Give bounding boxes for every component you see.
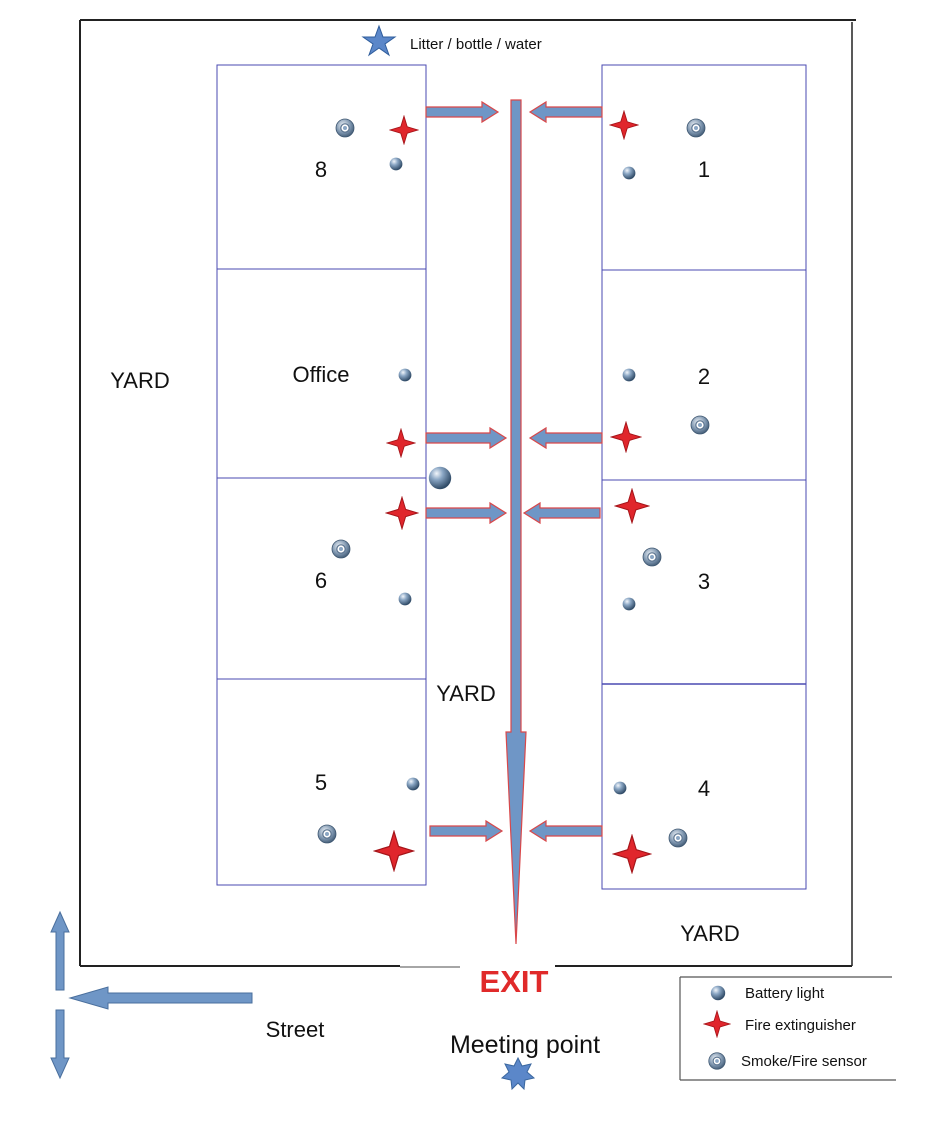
battery-light-icon [398, 592, 412, 606]
arrow-room-3 [522, 501, 601, 525]
arrow-room-2 [528, 426, 603, 450]
arrow-room-6 [425, 501, 508, 525]
battery-light-icon [398, 368, 412, 382]
room-label-2: 2 [698, 364, 710, 389]
fire-extinguisher-icon [389, 115, 419, 145]
room-label-8: 8 [315, 157, 327, 182]
fire-extinguisher-icon [609, 110, 639, 140]
yard-label-center: YARD [436, 681, 496, 706]
exit-label: EXIT [480, 964, 549, 999]
room-label-3: 3 [698, 569, 710, 594]
smoke-sensor-icon [317, 824, 337, 844]
litter-marker: Litter / bottle / water [361, 24, 542, 57]
right-building [601, 64, 807, 890]
street-label: Street [266, 1017, 325, 1042]
meeting-point-label: Meeting point [450, 1031, 600, 1059]
legend-battery-light-label: Battery light [745, 985, 825, 1002]
smoke-sensor-icon [690, 415, 710, 435]
legend-battery-light-icon [710, 985, 726, 1001]
smoke-sensor-icon [331, 539, 351, 559]
room-label-5: 5 [315, 770, 327, 795]
evac-arrows [425, 100, 603, 843]
arrow-room-4 [528, 819, 603, 843]
arrow-room-1 [528, 100, 603, 124]
fire-extinguisher-icon [610, 421, 642, 453]
fire-extinguisher-icon [386, 428, 416, 458]
room-label-4: 4 [698, 776, 710, 801]
street-arrows [50, 910, 253, 1080]
smoke-sensor-icon [642, 547, 662, 567]
battery-light-icon [622, 166, 636, 180]
room-label-office: Office [292, 362, 349, 387]
battery-light-icon [613, 781, 627, 795]
main-exit-arrow [505, 99, 527, 945]
room-label-6: 6 [315, 568, 327, 593]
fire-extinguisher-icon [612, 834, 652, 874]
battery-light-icon [406, 777, 420, 791]
arrow-left-icon [68, 986, 253, 1010]
arrow-down-icon [50, 1009, 70, 1080]
arrow-room-8 [425, 100, 500, 124]
smoke-sensor-icon [335, 118, 355, 138]
legend-fire-extinguisher-icon [703, 1010, 731, 1038]
smoke-sensor-icon [686, 118, 706, 138]
fire-extinguisher-icon [385, 496, 419, 530]
legend-smoke-sensor-label: Smoke/Fire sensor [741, 1053, 867, 1070]
battery-light-icon [622, 368, 636, 382]
arrow-room-5 [429, 819, 504, 843]
fire-extinguisher-icon [614, 488, 650, 524]
property-outline [79, 19, 856, 968]
litter-star-icon [361, 24, 397, 57]
arrow-room-office [425, 426, 508, 450]
battery-light-icon [389, 157, 403, 171]
legend-fire-extinguisher-label: Fire extinguisher [745, 1017, 856, 1034]
battery-light-icon [622, 597, 636, 611]
litter-label: Litter / bottle / water [410, 36, 542, 53]
battery-light-icon [428, 466, 452, 490]
fire-extinguisher-icon [373, 830, 415, 872]
legend-smoke-sensor-icon [708, 1052, 726, 1070]
room-label-1: 1 [698, 157, 710, 182]
legend: Battery light Fire extinguisher Smoke/Fi… [679, 976, 896, 1081]
meeting-point-star-icon [500, 1056, 536, 1091]
smoke-sensor-icon [668, 828, 688, 848]
yard-label-right: YARD [680, 921, 740, 946]
left-building [216, 64, 427, 886]
arrow-up-icon [50, 910, 70, 991]
yard-label-left: YARD [110, 368, 170, 393]
